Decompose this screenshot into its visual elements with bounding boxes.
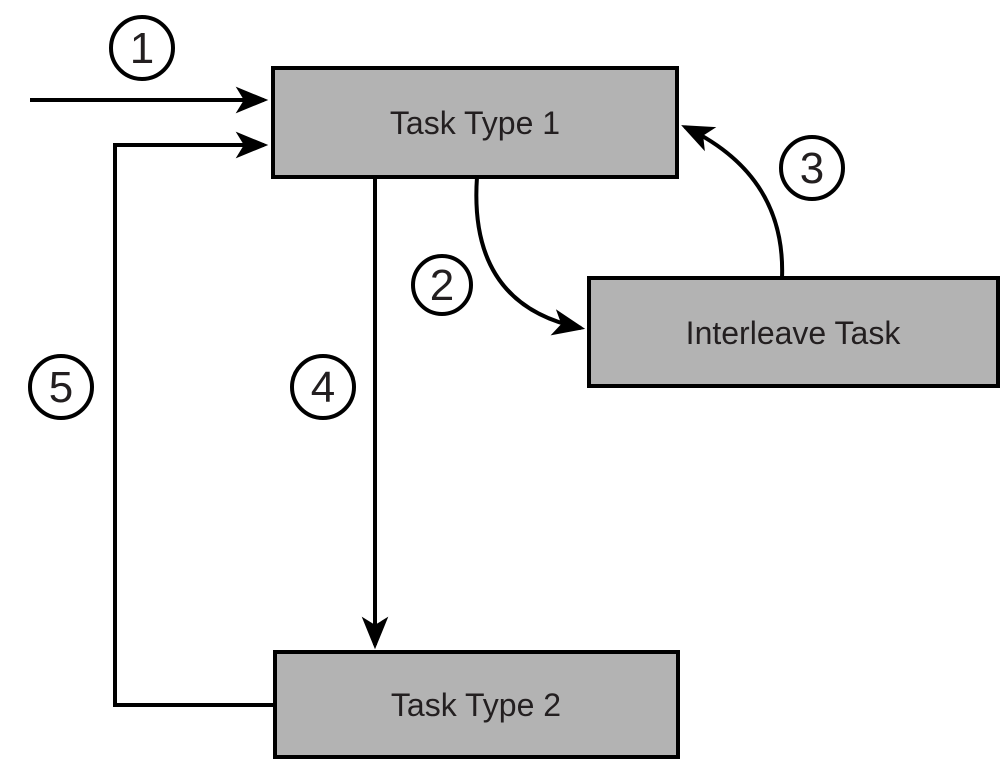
arrow-5-task2-to-task1 <box>113 131 275 707</box>
arrow-3-interleave-to-task1 <box>681 125 785 279</box>
node-interleave-task <box>587 276 1000 388</box>
step-number-3: 3 <box>800 144 824 193</box>
arrow-2-task1-to-interleave <box>474 176 586 336</box>
node-task-type-1 <box>271 66 679 179</box>
node-task-type-2-label: Task Type 2 <box>391 687 561 723</box>
node-interleave-task-label: Interleave Task <box>686 315 902 351</box>
step-badge-4 <box>290 354 356 420</box>
step-badge-3 <box>779 135 845 201</box>
step-number-1: 1 <box>130 24 154 73</box>
step-number-2: 2 <box>430 261 454 310</box>
step-badge-1 <box>109 15 175 81</box>
step-number-5: 5 <box>49 363 73 412</box>
step-number-4: 4 <box>311 363 335 412</box>
step-badge-5 <box>28 354 94 420</box>
step-badge-2 <box>411 254 473 316</box>
node-task-type-1-label: Task Type 1 <box>390 105 560 141</box>
node-task-type-2 <box>273 650 680 759</box>
